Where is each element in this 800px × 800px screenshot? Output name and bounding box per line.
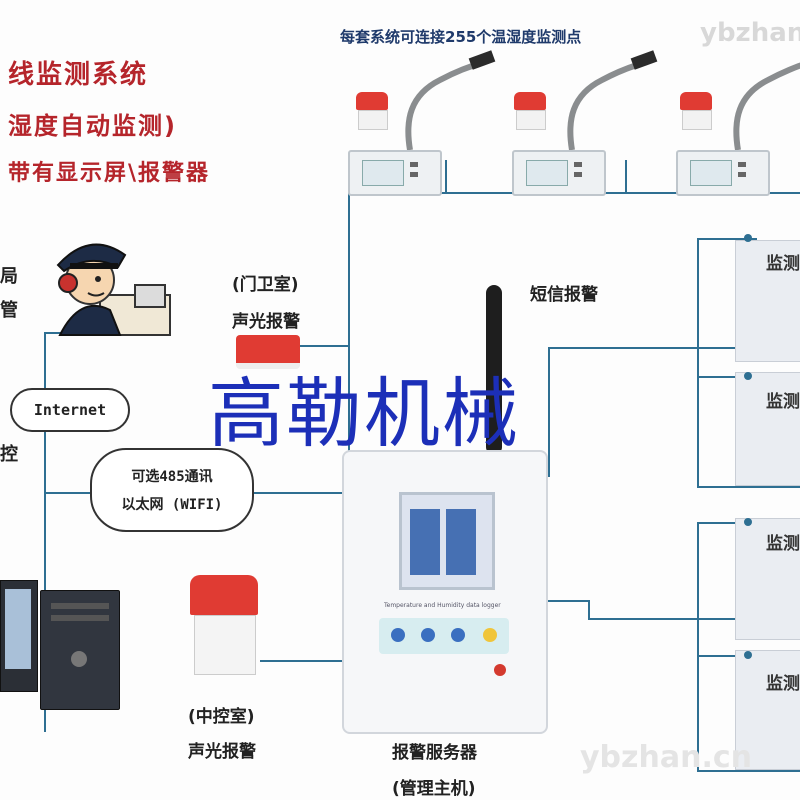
left-label-2: 管 bbox=[0, 300, 18, 321]
top-caption: 每套系统可连接255个温湿度监测点 bbox=[340, 28, 582, 46]
device-power-button bbox=[494, 664, 506, 676]
sensor-unit-3 bbox=[676, 150, 770, 196]
sensor-unit-1 bbox=[348, 150, 442, 196]
junction-dot-4 bbox=[744, 651, 752, 659]
sensor-beacon-1 bbox=[356, 92, 388, 130]
comm-line-1: 可选485通讯 bbox=[131, 469, 213, 485]
comm-cloud: 可选485通讯 以太网 (WIFI) bbox=[90, 448, 254, 532]
monitor-panel-4: 监测 bbox=[735, 650, 800, 770]
gate-alarm-light bbox=[236, 335, 300, 369]
computer-monitor bbox=[0, 580, 38, 692]
wire-right-vertical bbox=[548, 347, 550, 477]
wire-monitor-upper-bottom bbox=[697, 486, 800, 488]
monitor-label-3: 监测 bbox=[766, 534, 800, 554]
wire-monitor-lower-bottom bbox=[697, 770, 800, 772]
wire-to-center-alarm bbox=[260, 660, 344, 662]
antenna bbox=[486, 285, 502, 455]
left-label-1: 局 bbox=[0, 266, 18, 287]
wire-vertical-center bbox=[348, 192, 350, 482]
wire-monitor-upper-trunk bbox=[697, 238, 699, 488]
center-room-label: (中控室) bbox=[188, 707, 255, 727]
junction-dot-2 bbox=[744, 372, 752, 380]
title-line-3: 带有显示屏\报警器 bbox=[8, 161, 211, 186]
gate-alarm-label: 声光报警 bbox=[232, 312, 300, 332]
wire-monitor-lower-drop bbox=[588, 600, 590, 620]
computer-tower bbox=[40, 590, 120, 710]
center-alarm-label: 声光报警 bbox=[188, 742, 256, 762]
sensor-beacon-3 bbox=[680, 92, 712, 130]
watermark-bottom-right: ybzhan.cn bbox=[580, 740, 752, 775]
wire-monitor-b bbox=[697, 376, 757, 378]
security-guard-illustration bbox=[56, 243, 171, 336]
wire-left-vertical bbox=[44, 332, 46, 732]
wire-monitor-c bbox=[697, 522, 757, 524]
internet-cloud: Internet bbox=[10, 388, 130, 432]
title-line-1: 线监测系统 bbox=[8, 60, 149, 90]
title-line-2: 湿度自动监测) bbox=[8, 112, 177, 140]
alarm-server-device: Temperature and Humidity data logger bbox=[342, 450, 548, 734]
comm-line-2: 以太网 (WIFI) bbox=[121, 497, 223, 513]
wire-monitor-lower bbox=[588, 618, 800, 620]
gooseneck-probes bbox=[405, 50, 800, 151]
server-label: 报警服务器 bbox=[392, 743, 477, 763]
sensor-beacon-2 bbox=[514, 92, 546, 130]
junction-dot-1 bbox=[744, 234, 752, 242]
wire-sensor-2 bbox=[445, 160, 447, 194]
server-sub-label: (管理主机) bbox=[392, 779, 476, 799]
watermark-top-right: ybzhan.cn bbox=[700, 18, 800, 48]
monitor-panel-2: 监测 bbox=[735, 372, 800, 486]
device-screen bbox=[399, 492, 495, 590]
monitor-panel-3: 监测 bbox=[735, 518, 800, 640]
wire-monitor-lower-stub bbox=[548, 600, 588, 602]
device-keypad bbox=[379, 618, 509, 654]
monitor-label-2: 监测 bbox=[766, 392, 800, 412]
center-alarm-light bbox=[190, 575, 258, 675]
sms-alarm-label: 短信报警 bbox=[530, 285, 598, 305]
monitor-label-4: 监测 bbox=[766, 674, 800, 694]
wire-monitor-1 bbox=[548, 347, 800, 349]
device-caption: Temperature and Humidity data logger bbox=[384, 602, 501, 609]
junction-dot-3 bbox=[744, 518, 752, 526]
wire-monitor-d bbox=[697, 655, 757, 657]
monitor-label-1: 监测 bbox=[766, 254, 800, 274]
monitor-panel-1: 监测 bbox=[735, 240, 800, 362]
left-label-3: 控 bbox=[0, 444, 18, 465]
gate-room-label: (门卫室) bbox=[232, 275, 299, 295]
wire-monitor-lower-trunk bbox=[697, 522, 699, 772]
sensor-unit-2 bbox=[512, 150, 606, 196]
wire-to-gate-alarm bbox=[300, 345, 348, 347]
wire-monitor-a bbox=[697, 238, 757, 240]
wire-sensor-3 bbox=[625, 160, 627, 194]
center-watermark: 高勒机械 bbox=[208, 369, 520, 458]
